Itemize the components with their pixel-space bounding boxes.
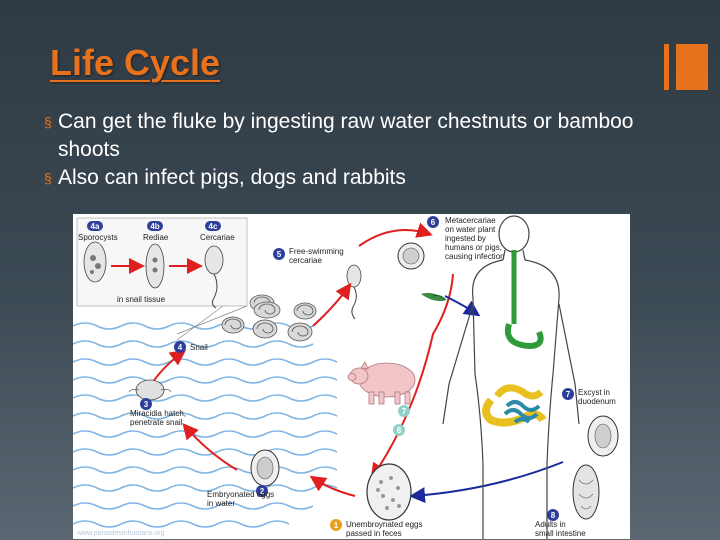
badge-8: 8 <box>547 509 559 521</box>
watermark: www.parasitesinhumans.org <box>76 530 165 537</box>
sporocyst-organism-icon <box>83 241 107 283</box>
label-on-water-plant: on water plant <box>445 225 496 234</box>
label-humans-or-pigs: humans or pigs, <box>445 243 502 252</box>
accent-bar-thick <box>676 44 708 90</box>
svg-text:4c: 4c <box>209 222 218 231</box>
label-cercariae: Cercariae <box>200 233 235 242</box>
badge-2: 2 <box>256 485 268 497</box>
embryonated-egg-icon <box>250 449 280 487</box>
label-miracidia-hatch: Miracidia hatch, <box>130 409 186 418</box>
svg-text:3: 3 <box>144 400 149 409</box>
badge-4b: 4b <box>147 221 163 231</box>
label-snail: Snail <box>190 343 208 352</box>
svg-text:7: 7 <box>566 390 571 399</box>
bullet-marker-icon: § <box>44 114 52 130</box>
water-plant-icon <box>421 292 447 302</box>
badge-1: 1 <box>330 519 342 531</box>
badge-5: 5 <box>273 248 285 260</box>
badge-pig-7: 7 <box>398 405 410 417</box>
bullet-marker-icon: § <box>44 170 52 186</box>
label-metacercariae: Metacercariae <box>445 216 496 225</box>
label-causing-infection: causing infection <box>445 252 505 261</box>
arrow-2-to-3 <box>182 422 238 471</box>
svg-text:1: 1 <box>334 521 339 530</box>
arrow-1-to-2 <box>309 475 356 497</box>
metacercaria-cyst-icon <box>397 242 425 270</box>
unembryonated-egg-icon <box>366 463 412 521</box>
excysting-metacercaria-icon <box>587 415 619 457</box>
arrow-snail-to-5 <box>312 282 352 327</box>
life-cycle-diagram: 4a Sporocysts 4b Rediae 4c Cercariae in … <box>73 214 630 539</box>
svg-text:6: 6 <box>431 218 436 227</box>
label-rediae: Rediae <box>143 233 169 242</box>
label-passed-in-feces: passed in feces <box>346 529 402 538</box>
svg-text:7: 7 <box>402 407 407 416</box>
arrow-plant-to-human <box>444 295 481 317</box>
svg-text:2: 2 <box>260 487 265 496</box>
snail-icon <box>221 294 317 342</box>
label-cercariae-2: cercariae <box>289 256 322 265</box>
label-excyst-in: Excyst in <box>578 388 610 397</box>
label-sporocysts: Sporocysts <box>78 233 118 242</box>
svg-text:4: 4 <box>178 343 183 352</box>
arrow-5-to-6 <box>358 222 433 247</box>
svg-text:4b: 4b <box>150 222 159 231</box>
svg-text:5: 5 <box>277 250 282 259</box>
bullet-text: Also can infect pigs, dogs and rabbits <box>58 166 406 189</box>
label-embryonated-eggs: Embryonated eggs <box>207 490 274 499</box>
badge-7: 7 <box>562 388 574 400</box>
adult-fluke-icon <box>572 464 600 520</box>
connector-line <box>176 305 224 341</box>
rediae-organism-icon <box>145 243 165 289</box>
label-duodenum: duodenum <box>578 397 616 406</box>
connector-line <box>176 305 248 335</box>
badge-4: 4 <box>174 341 186 353</box>
svg-text:8: 8 <box>397 426 402 435</box>
badge-4a: 4a <box>87 221 103 231</box>
bullet-item: § Also can infect pigs, dogs and rabbits <box>44 164 664 192</box>
slide-title: Life Cycle <box>50 42 221 83</box>
badge-pig-8: 8 <box>393 424 405 436</box>
accent-bar-thin <box>664 44 669 90</box>
pig-icon <box>347 361 416 405</box>
badge-4c: 4c <box>205 221 221 231</box>
cercariae-organism-icon <box>204 245 224 309</box>
bullet-text: Can get the fluke by ingesting raw water… <box>58 110 634 161</box>
label-small-intestine: small intestine <box>535 529 586 538</box>
bullet-item: § Can get the fluke by ingesting raw wat… <box>44 108 664 164</box>
miracidium-icon <box>128 379 172 401</box>
free-swimming-cercaria-icon <box>346 264 362 320</box>
badge-6: 6 <box>427 216 439 228</box>
label-in-snail-tissue: in snail tissue <box>117 295 166 304</box>
label-adults-in: Adults in <box>535 520 566 529</box>
svg-text:8: 8 <box>551 511 556 520</box>
label-in-water: in water <box>207 499 235 508</box>
life-cycle-svg: 4a Sporocysts 4b Rediae 4c Cercariae in … <box>73 215 619 539</box>
arrow-human-to-eggs <box>409 461 564 504</box>
svg-text:4a: 4a <box>91 222 100 231</box>
water-waves <box>73 322 338 528</box>
label-penetrate-snail: penetrate snail <box>130 418 183 427</box>
label-ingested-by: ingested by <box>445 234 486 243</box>
label-unembryonated-eggs: Unembroynated eggs <box>346 520 423 529</box>
label-free-swimming: Free-swimming <box>289 247 344 256</box>
bullet-list: § Can get the fluke by ingesting raw wat… <box>44 108 664 192</box>
badge-3: 3 <box>140 398 152 410</box>
digestive-tract-icon <box>482 250 547 427</box>
arrow-6-descent <box>370 273 454 480</box>
